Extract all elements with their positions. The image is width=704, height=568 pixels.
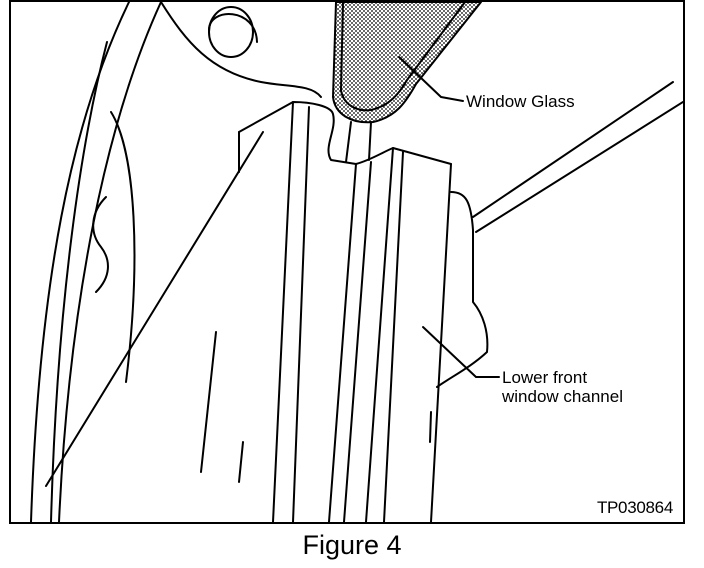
detail-line-2: [238, 441, 244, 483]
figure-frame: Window Glass Lower front window channel …: [9, 0, 685, 524]
grommet: [208, 6, 254, 58]
body-contour-line-b: [475, 101, 683, 233]
callout-channel-line-1: Lower front: [502, 368, 588, 387]
channel-glass-slot: [345, 121, 352, 163]
channel-right-strip-b: [383, 151, 404, 522]
door-frame-outer-curve: [30, 2, 130, 522]
detail-line-3: [429, 411, 432, 443]
channel-left-strip-a: [272, 101, 294, 522]
channel-glass-slot-b: [368, 121, 372, 161]
channel-mid-line-b: [343, 161, 372, 522]
channel-flange: [436, 191, 489, 388]
detail-line-1: [200, 331, 217, 473]
body-contour-line-a: [472, 81, 674, 218]
door-panel-lower-curve: [160, 2, 322, 98]
channel-top-profile: [238, 101, 452, 165]
callout-window-glass: Window Glass: [466, 92, 575, 111]
grommet-shadow: [208, 13, 258, 43]
window-glass-edge: [340, 2, 466, 112]
window-glass: [332, 2, 482, 124]
door-frame-inner-curve: [58, 2, 162, 522]
technical-drawing: [30, 2, 683, 522]
door-trim-curve: [110, 111, 136, 383]
leader-window-glass: [398, 56, 464, 102]
figure-caption: Figure 4: [302, 530, 402, 560]
callout-lower-front-window-channel: Lower front window channel: [502, 368, 623, 406]
channel-right-strip-a: [365, 147, 394, 522]
door-frame-edge: [50, 41, 108, 522]
figure-id: TP030864: [596, 498, 673, 517]
leader-window-channel: [422, 326, 500, 378]
channel-left-strip-b: [292, 106, 310, 522]
channel-mid-line-a: [328, 163, 357, 522]
callout-channel-line-2: window channel: [502, 387, 623, 406]
channel-diagonal-left: [45, 131, 264, 487]
door-trim-detail: [92, 196, 109, 293]
